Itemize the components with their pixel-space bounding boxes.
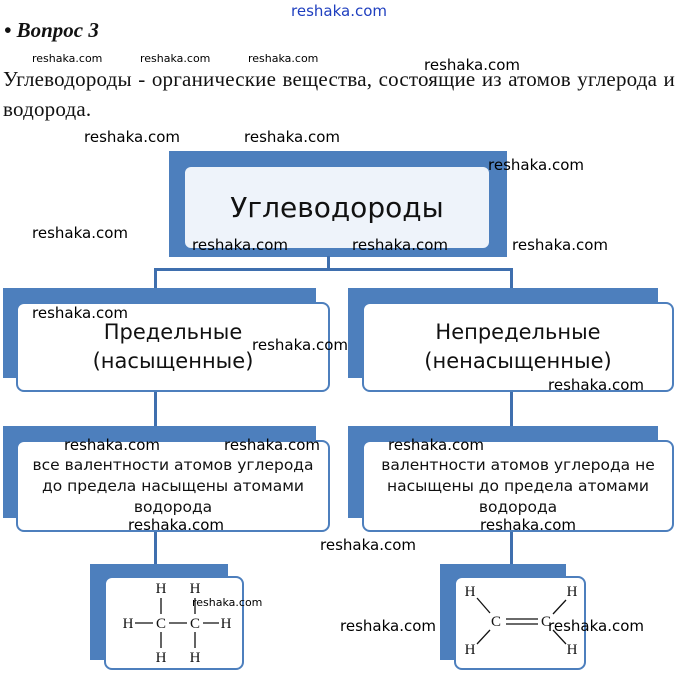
watermark: reshaka.com — [352, 236, 448, 254]
ethene-c1: C — [491, 614, 501, 630]
watermark: reshaka.com — [424, 56, 520, 74]
unsaturated-node: Непредельные (ненасыщенные) — [362, 302, 674, 392]
ethane-h4: H — [221, 616, 232, 632]
connector-horizontal — [154, 268, 512, 271]
unsaturated-title: Непредельные — [435, 320, 601, 344]
ethane-c1: C — [156, 616, 166, 632]
watermark: reshaka.com — [480, 516, 576, 534]
watermark: reshaka.com — [248, 52, 319, 65]
connector-unsaturated-formula — [510, 532, 513, 564]
site-link[interactable]: reshaka.com — [291, 2, 387, 20]
watermark: reshaka.com — [548, 376, 644, 394]
saturated-subtitle: (насыщенные) — [92, 349, 254, 373]
question-title: • Вопрос 3 — [4, 18, 99, 42]
watermark: reshaka.com — [548, 617, 644, 635]
ethane-h2: H — [190, 581, 201, 597]
unsaturated-subtitle: (ненасыщенные) — [424, 349, 612, 373]
watermark: reshaka.com — [192, 236, 288, 254]
root-node: Углеводороды — [183, 165, 491, 250]
root-label: Углеводороды — [230, 191, 444, 224]
ethane-h3: H — [123, 616, 134, 632]
ethene-h3: H — [567, 584, 578, 600]
ethene-bond-4 — [552, 629, 567, 645]
saturated-title: Предельные — [103, 320, 243, 344]
watermark: reshaka.com — [140, 52, 211, 65]
saturated-node: Предельные (насыщенные) — [16, 302, 330, 392]
connector-saturated-desc — [154, 392, 157, 426]
ethene-bond-3 — [552, 599, 567, 615]
unsaturated-description-text: валентности атомов углерода не насыщены … — [381, 455, 655, 516]
ethene-formula: H C H C H H — [454, 576, 586, 670]
watermark: reshaka.com — [512, 236, 608, 254]
watermark: reshaka.com — [32, 304, 128, 322]
ethene-h4: H — [567, 642, 578, 658]
intro-paragraph: Углеводороды - органические вещества, со… — [3, 67, 675, 121]
ethene-bond-1 — [476, 597, 491, 614]
watermark: reshaka.com — [64, 436, 160, 454]
ethene-structure: H C H C H H — [465, 584, 578, 658]
connector-unsaturated-desc — [510, 392, 513, 426]
ethene-c2: C — [541, 614, 551, 630]
ethene-h1: H — [465, 584, 476, 600]
saturated-description-text: все валентности атомов углерода до преде… — [32, 455, 314, 516]
connector-saturated-formula — [154, 532, 157, 564]
connector-left — [154, 268, 157, 288]
connector-root — [327, 256, 330, 269]
ethane-h6: H — [190, 650, 201, 666]
connector-right — [510, 268, 513, 288]
watermark: reshaka.com — [244, 128, 340, 146]
ethane-c2: C — [190, 616, 200, 632]
unsaturated-description: валентности атомов углерода не насыщены … — [362, 440, 674, 532]
watermark: reshaka.com — [252, 336, 348, 354]
watermark: reshaka.com — [224, 436, 320, 454]
ethane-formula: H H H C C H H H — [104, 576, 244, 670]
watermark: reshaka.com — [32, 224, 128, 242]
watermark: reshaka.com — [340, 617, 436, 635]
watermark: reshaka.com — [488, 156, 584, 174]
ethene-bond-2 — [476, 629, 491, 645]
ethane-h1: H — [156, 581, 167, 597]
watermark: reshaka.com — [84, 128, 180, 146]
watermark: reshaka.com — [32, 52, 103, 65]
ethene-h2: H — [465, 642, 476, 658]
watermark: reshaka.com — [320, 536, 416, 554]
ethane-h5: H — [156, 650, 167, 666]
watermark: reshaka.com — [192, 596, 263, 609]
ethane-structure: H H H C C H H H — [123, 581, 232, 666]
watermark: reshaka.com — [388, 436, 484, 454]
saturated-description: все валентности атомов углерода до преде… — [16, 440, 330, 532]
watermark: reshaka.com — [128, 516, 224, 534]
